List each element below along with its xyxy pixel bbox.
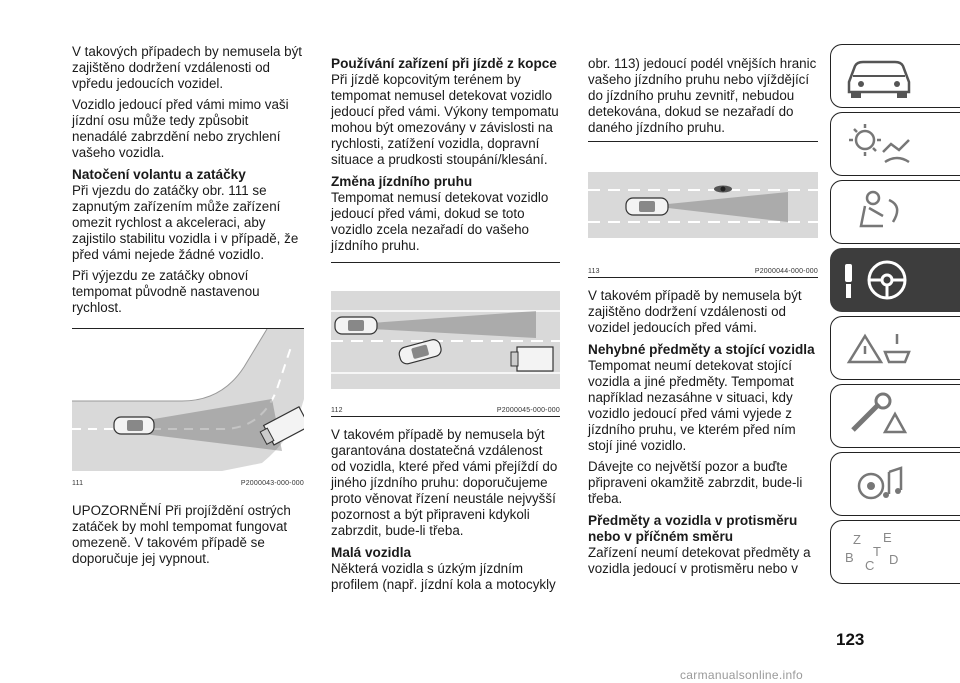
figure-number: 112: [331, 407, 343, 414]
paragraph: V takovém případě by nemusela být zajišt…: [588, 288, 802, 335]
paragraph: Tempomat neumí detekovat stojící vozidla…: [588, 358, 796, 453]
warning-note: UPOZORNĚNÍ Při projíždění ostrých zatáče…: [72, 503, 291, 566]
alphabet-index-icon: Z E B C D T: [845, 530, 898, 573]
index-letter: C: [865, 558, 874, 573]
small-vehicles-illustration: [588, 172, 818, 238]
figure-code: P2000044-000-000: [754, 268, 818, 275]
tab-multimedia[interactable]: [830, 452, 960, 516]
section-heading: Nehybné předměty a stojící vozidla: [588, 342, 815, 357]
paragraph: Zařízení neumí detekovat předměty a vozi…: [588, 545, 811, 576]
paragraph: Při jízdě kopcovitým terénem by tempomat…: [331, 72, 559, 167]
paragraph: Vozidlo jedoucí před vámi mimo vaši jízd…: [72, 97, 289, 160]
warning-triangle-icon: [846, 333, 911, 364]
figure-112: 112 P2000045-000-000: [331, 262, 560, 417]
text-column-2: Používání zařízení při jízdě z kopce Při…: [331, 44, 560, 598]
lane-change-illustration: [331, 291, 560, 389]
paragraph: Při výjezdu ze zatáčky obnoví tempomat p…: [72, 268, 260, 315]
text-column-3: obr. 113) jedoucí podél vnějších hranic …: [588, 44, 818, 582]
steering-wheel-key-icon: [845, 260, 907, 300]
tab-starting-driving[interactable]: [830, 248, 960, 312]
index-letter: T: [873, 544, 881, 559]
tab-vehicle[interactable]: [830, 44, 960, 108]
figure-code: P2000043-000-000: [240, 480, 304, 487]
text-column-1: V takových případech by nemusela být zaj…: [72, 44, 304, 572]
figure-code: P2000045-000-000: [496, 407, 560, 414]
truck-icon: [259, 405, 304, 446]
motorcycle-icon: [714, 185, 732, 193]
maintenance-wrench-icon: [851, 392, 908, 434]
figure-113: 113 P2000044-000-000: [588, 141, 818, 278]
tab-emergency[interactable]: [830, 316, 960, 380]
section-heading: Malá vozidla: [331, 545, 412, 560]
multimedia-icon: [857, 466, 903, 500]
page-number: 123: [836, 630, 865, 649]
own-car-icon: [113, 416, 155, 435]
cutting-in-car-icon: [398, 339, 442, 365]
chapter-tabs: Z E B C D T: [830, 44, 960, 588]
figure-111: 111 P2000043-000-000: [72, 328, 304, 489]
tab-safety[interactable]: [830, 180, 960, 244]
index-letter: D: [889, 552, 898, 567]
own-car-icon: [625, 197, 669, 216]
index-letter: E: [883, 530, 892, 545]
own-car-icon: [334, 316, 378, 335]
paragraph: V takových případech by nemusela být zaj…: [72, 44, 303, 91]
section-heading: Natočení volantu a zatáčky: [72, 167, 246, 182]
watermark: carmanualsonline.info: [680, 668, 804, 682]
paragraph: Tempomat nemusí detekovat vozidlo jedouc…: [331, 190, 549, 253]
paragraph: Některá vozidla s úzkým jízdním profilem…: [331, 561, 556, 592]
paragraph: Při vjezdu do zatáčky obr. 111 se zapnut…: [72, 183, 299, 262]
section-heading: Změna jízdního pruhu: [331, 174, 473, 189]
truck-icon: [510, 346, 554, 372]
section-heading: Předměty a vozidla v protisměru nebo v p…: [588, 513, 798, 544]
car-icon: [847, 60, 911, 98]
figure-number: 113: [588, 268, 600, 275]
figure-number: 111: [72, 480, 84, 487]
section-heading: Používání zařízení při jízdě z kopce: [331, 56, 557, 71]
dashboard-lights-icon: [849, 124, 910, 164]
index-letter: Z: [853, 532, 861, 547]
tab-dashboard[interactable]: [830, 112, 960, 176]
paragraph: obr. 113) jedoucí podél vnějších hranic …: [588, 56, 817, 135]
tab-maintenance[interactable]: [830, 384, 960, 448]
paragraph: V takovém případě by nemusela být garant…: [331, 427, 558, 538]
tab-index[interactable]: Z E B C D T: [830, 520, 960, 584]
index-letter: B: [845, 550, 854, 565]
curve-road-illustration: [72, 329, 304, 479]
airbag-seat-icon: [859, 190, 899, 228]
paragraph: Dávejte co největší pozor a buďte připra…: [588, 459, 803, 506]
